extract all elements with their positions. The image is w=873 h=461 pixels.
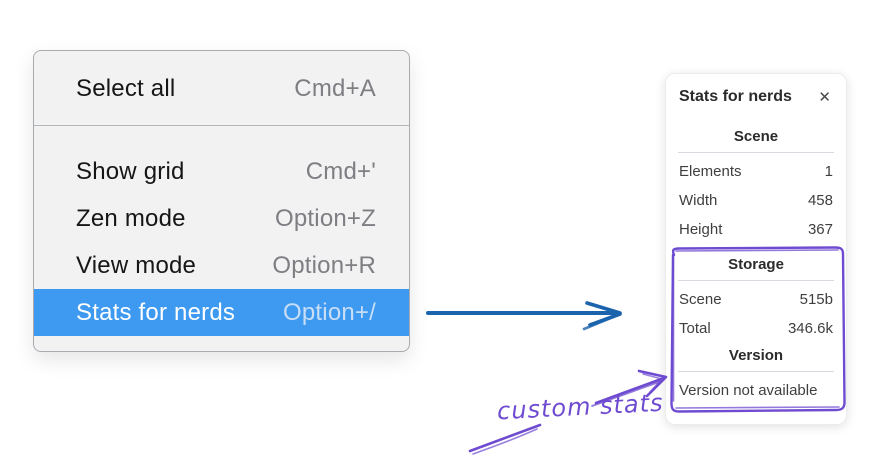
stat-row-storage-total: Total 346.6k <box>666 314 846 343</box>
menu-item-view-mode[interactable]: View mode Option+R <box>34 242 409 289</box>
menu-item-shortcut: Cmd+A <box>294 74 376 102</box>
panel-title: Stats for nerds <box>679 88 792 105</box>
menu-item-shortcut: Option+Z <box>275 204 376 232</box>
stat-label: Height <box>679 221 723 238</box>
stat-label: Width <box>679 192 718 209</box>
context-menu: Select all Cmd+A Show grid Cmd+' Zen mod… <box>33 50 410 352</box>
menu-section-top: Select all Cmd+A <box>34 51 409 125</box>
section-divider <box>678 371 834 372</box>
stat-value: 1 <box>824 163 833 180</box>
menu-item-zen-mode[interactable]: Zen mode Option+Z <box>34 195 409 242</box>
menu-divider <box>34 125 409 126</box>
menu-item-select-all[interactable]: Select all Cmd+A <box>34 65 409 112</box>
menu-item-label: Show grid <box>76 157 185 185</box>
menu-item-shortcut: Cmd+' <box>305 157 376 185</box>
stats-panel-header: Stats for nerds ✕ <box>666 74 846 106</box>
stats-section-storage: Storage Scene 515b Total 346.6k <box>666 256 846 343</box>
stat-row-storage-scene: Scene 515b <box>666 285 846 314</box>
menu-item-label: Select all <box>76 74 176 102</box>
close-icon[interactable]: ✕ <box>818 88 831 106</box>
stat-label: Elements <box>679 163 742 180</box>
menu-item-shortcut: Option+/ <box>283 298 376 326</box>
stats-section-version: Version Version not available <box>666 347 846 405</box>
stat-row-width: Width 458 <box>666 186 846 215</box>
section-heading: Version <box>728 347 784 364</box>
section-heading: Scene <box>733 128 779 145</box>
stat-row-height: Height 367 <box>666 215 846 244</box>
menu-item-stats-for-nerds[interactable]: Stats for nerds Option+/ <box>34 289 409 336</box>
menu-item-label: Zen mode <box>76 204 186 232</box>
section-heading: Storage <box>728 256 784 273</box>
stat-label: Total <box>679 320 711 337</box>
menu-item-label: Stats for nerds <box>76 298 236 326</box>
version-note: Version not available <box>679 382 818 399</box>
stat-value: 458 <box>807 192 833 209</box>
stats-panel: Stats for nerds ✕ Scene Elements 1 Width… <box>665 73 847 425</box>
stat-value: 367 <box>807 221 833 238</box>
stats-section-scene: Scene Elements 1 Width 458 Height 367 <box>666 128 846 244</box>
annotation-label: custom stats <box>496 388 665 426</box>
section-divider <box>678 280 834 281</box>
pointer-arrow <box>426 301 622 331</box>
stat-value: 346.6k <box>787 320 833 337</box>
menu-section-bottom: Show grid Cmd+' Zen mode Option+Z View m… <box>34 126 409 351</box>
stat-label: Scene <box>679 291 722 308</box>
stat-row-elements: Elements 1 <box>666 157 846 186</box>
menu-item-show-grid[interactable]: Show grid Cmd+' <box>34 148 409 195</box>
menu-item-label: View mode <box>76 251 197 279</box>
stat-value: 515b <box>799 291 833 308</box>
section-divider <box>678 152 834 153</box>
menu-item-shortcut: Option+R <box>272 251 376 279</box>
